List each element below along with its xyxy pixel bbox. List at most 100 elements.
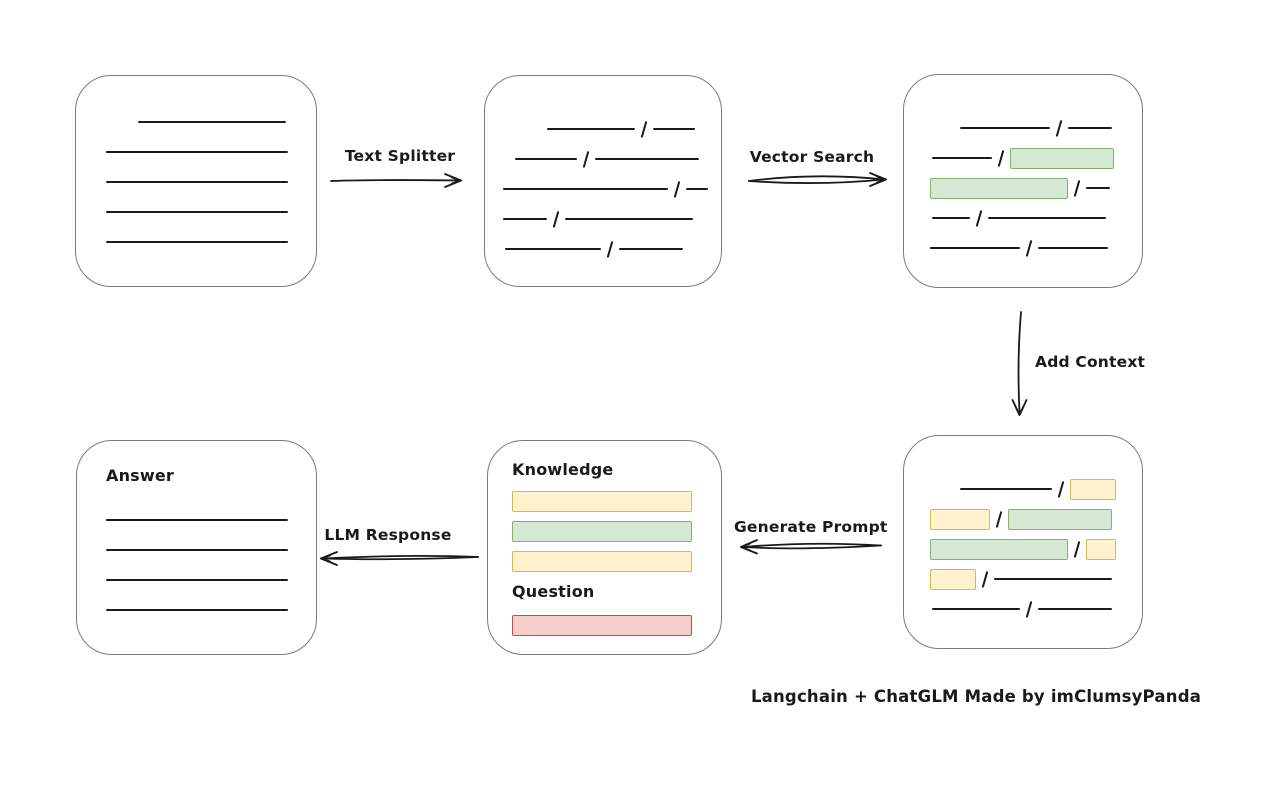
text-row <box>930 233 1142 263</box>
slash-mark <box>1025 239 1033 257</box>
text-row <box>930 203 1142 233</box>
text-line <box>930 247 1020 249</box>
prompt-content: Knowledge Question <box>488 441 721 636</box>
text-line <box>653 128 696 130</box>
slash-mark <box>1073 540 1081 558</box>
text-line <box>106 241 288 243</box>
text-row <box>503 114 721 144</box>
text-row <box>503 174 721 204</box>
green-highlight <box>930 538 1068 560</box>
slash-mark <box>997 149 1005 167</box>
knowledge-label: Knowledge <box>512 460 614 479</box>
text-line <box>106 549 288 551</box>
generate-prompt-arrow <box>740 539 882 555</box>
text-line <box>106 579 288 581</box>
slash-mark <box>1055 119 1063 137</box>
text-line <box>515 158 577 160</box>
vector-matches-box <box>903 74 1143 288</box>
text-splitter-label: Text Splitter <box>344 147 456 165</box>
text-line <box>1086 187 1111 189</box>
answer-box: Answer <box>76 440 317 655</box>
split-chunks-box <box>484 75 722 287</box>
answer-content: Answer <box>77 441 316 625</box>
slash-mark <box>582 150 590 168</box>
yellow-highlight <box>930 568 976 590</box>
document-box <box>75 75 317 287</box>
yellow-highlight <box>1086 538 1117 560</box>
yellow-highlight <box>1070 478 1117 500</box>
text-line <box>960 127 1050 129</box>
context-box <box>903 435 1143 649</box>
text-line <box>932 217 970 219</box>
yellow-highlight <box>930 508 990 530</box>
text-row <box>930 143 1142 173</box>
answer-label: Answer <box>106 466 175 485</box>
match-lines <box>904 75 1142 263</box>
text-line <box>988 217 1107 219</box>
green-bar <box>512 521 692 542</box>
text-line <box>932 157 992 159</box>
text-row <box>503 204 721 234</box>
text-splitter-arrow <box>330 173 462 188</box>
add-context-label: Add Context <box>1035 353 1146 371</box>
text-line <box>1068 127 1113 129</box>
text-line <box>106 181 288 183</box>
vector-search-arrow <box>748 172 887 187</box>
text-row <box>106 197 316 227</box>
text-line <box>106 151 288 153</box>
slash-mark <box>981 570 989 588</box>
document-lines <box>76 76 316 257</box>
text-line <box>932 608 1020 610</box>
slash-mark <box>975 209 983 227</box>
text-line <box>503 218 547 220</box>
text-row <box>930 113 1142 143</box>
slash-mark <box>1073 179 1081 197</box>
text-line <box>686 188 709 190</box>
text-line <box>503 188 668 190</box>
text-row <box>106 107 316 137</box>
text-line <box>106 211 288 213</box>
green-highlight <box>930 177 1068 199</box>
context-lines <box>904 436 1142 624</box>
yellow-bar <box>512 551 692 572</box>
text-row <box>930 594 1142 624</box>
text-line <box>595 158 700 160</box>
text-row <box>930 474 1142 504</box>
text-line <box>106 609 288 611</box>
text-line <box>547 128 635 130</box>
text-row <box>106 505 316 535</box>
text-row <box>930 564 1142 594</box>
text-line <box>960 488 1052 490</box>
text-row <box>106 535 316 565</box>
yellow-bar <box>512 491 692 512</box>
text-row <box>930 534 1142 564</box>
text-line <box>1038 247 1109 249</box>
text-row <box>106 227 316 257</box>
vector-search-label: Vector Search <box>749 148 875 166</box>
slash-mark <box>1025 600 1033 618</box>
text-line <box>565 218 694 220</box>
text-row <box>106 565 316 595</box>
generate-prompt-label: Generate Prompt <box>734 518 888 536</box>
knowledge-bars <box>512 491 721 572</box>
answer-lines <box>106 505 316 625</box>
text-line <box>1038 608 1113 610</box>
text-row <box>930 173 1142 203</box>
slash-mark <box>995 510 1003 528</box>
question-label: Question <box>512 582 595 601</box>
text-row <box>503 234 721 264</box>
green-highlight <box>1008 508 1113 530</box>
slash-mark <box>1057 480 1065 498</box>
slash-mark <box>673 180 681 198</box>
text-line <box>994 578 1113 580</box>
question-bars <box>512 615 721 636</box>
text-line <box>138 121 286 123</box>
slash-mark <box>640 120 648 138</box>
caption: Langchain + ChatGLM Made by imClumsyPand… <box>750 687 1202 706</box>
llm-response-label: LLM Response <box>324 526 452 544</box>
text-line <box>619 248 684 250</box>
red-bar <box>512 615 692 636</box>
add-context-arrow <box>1011 311 1028 416</box>
text-line <box>505 248 601 250</box>
